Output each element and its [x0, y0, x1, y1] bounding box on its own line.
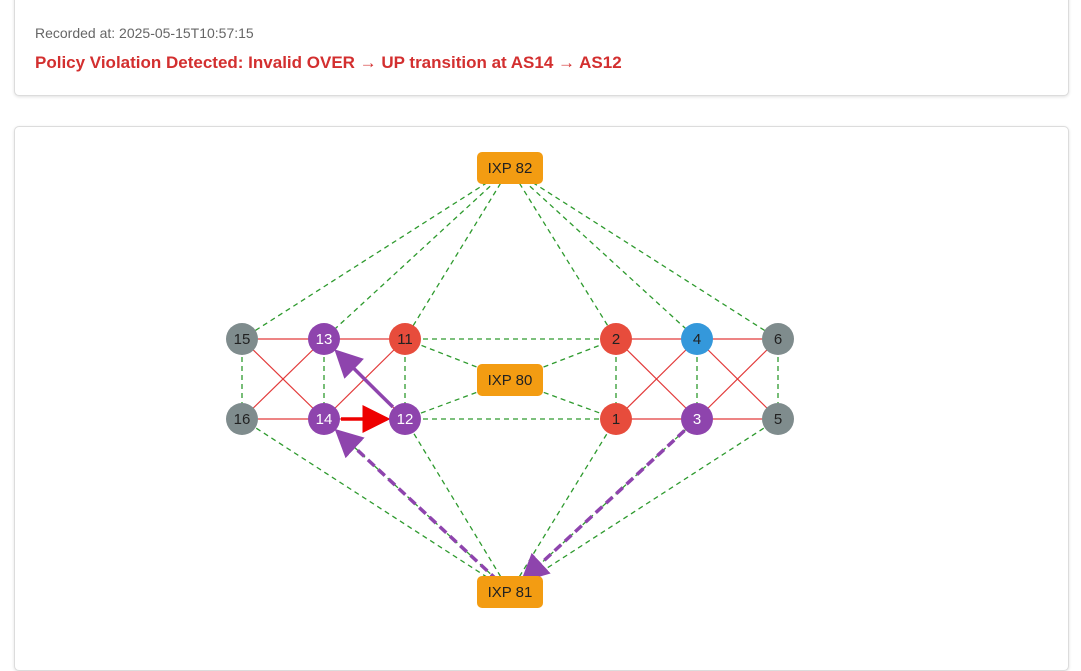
as-node-13[interactable]: 13 — [308, 323, 340, 355]
policy-violation-message: Policy Violation Detected: Invalid OVER … — [35, 53, 622, 72]
as-node-15[interactable]: 15 — [226, 323, 258, 355]
as-node-2[interactable]: 2 — [600, 323, 632, 355]
path-arrow-IXP81-to-14 — [334, 428, 499, 582]
link-IXP82-13 — [323, 167, 511, 340]
link-IXP81-5 — [509, 418, 779, 593]
link-IXP81-3 — [509, 418, 698, 593]
node-label: 5 — [774, 411, 782, 428]
node-label: 3 — [693, 411, 701, 428]
path-arrow-3-to-IXP81 — [520, 429, 686, 583]
link-IXP81-16 — [241, 418, 511, 593]
node-label: IXP 81 — [488, 584, 533, 601]
as-node-3[interactable]: 3 — [681, 403, 713, 435]
path-arrows-layer — [334, 349, 686, 583]
as-node-11[interactable]: 11 — [389, 323, 421, 355]
link-IXP82-2 — [509, 167, 617, 340]
link-IXP82-11 — [404, 167, 511, 340]
as-node-5[interactable]: 5 — [762, 403, 794, 435]
link-IXP82-6 — [509, 167, 779, 340]
node-label: 16 — [234, 411, 251, 428]
as-node-1[interactable]: 1 — [600, 403, 632, 435]
link-3-6 — [696, 338, 779, 420]
node-label: 2 — [612, 331, 620, 348]
node-label: 4 — [693, 331, 701, 348]
node-label: 6 — [774, 331, 782, 348]
link-IXP81-1 — [509, 418, 617, 593]
ixp-node-82[interactable]: IXP 82 — [477, 152, 543, 184]
as-node-16[interactable]: 16 — [226, 403, 258, 435]
node-label: IXP 80 — [488, 372, 533, 389]
node-label: 1 — [612, 411, 620, 428]
as-node-14[interactable]: 14 — [308, 403, 340, 435]
path-arrow-12-to-13 — [334, 349, 395, 409]
node-label: 14 — [316, 411, 333, 428]
recorded-timestamp: Recorded at: 2025-05-15T10:57:15 — [35, 25, 254, 41]
link-IXP82-4 — [509, 167, 698, 340]
as-node-6[interactable]: 6 — [762, 323, 794, 355]
link-IXP82-15 — [241, 167, 511, 340]
as-node-12[interactable]: 12 — [389, 403, 421, 435]
node-label: 13 — [316, 331, 333, 348]
node-label: 12 — [397, 411, 414, 428]
header-card: Recorded at: 2025-05-15T10:57:15 Policy … — [14, 0, 1069, 96]
node-label: 15 — [234, 331, 251, 348]
link-1-4 — [615, 338, 698, 420]
node-label: IXP 82 — [488, 160, 533, 177]
link-IXP81-12 — [404, 418, 511, 593]
link-16-13 — [241, 338, 325, 420]
ixp-node-81[interactable]: IXP 81 — [477, 576, 543, 608]
as-node-4[interactable]: 4 — [681, 323, 713, 355]
node-label: 11 — [397, 331, 413, 348]
ixp-node-80[interactable]: IXP 80 — [477, 364, 543, 396]
